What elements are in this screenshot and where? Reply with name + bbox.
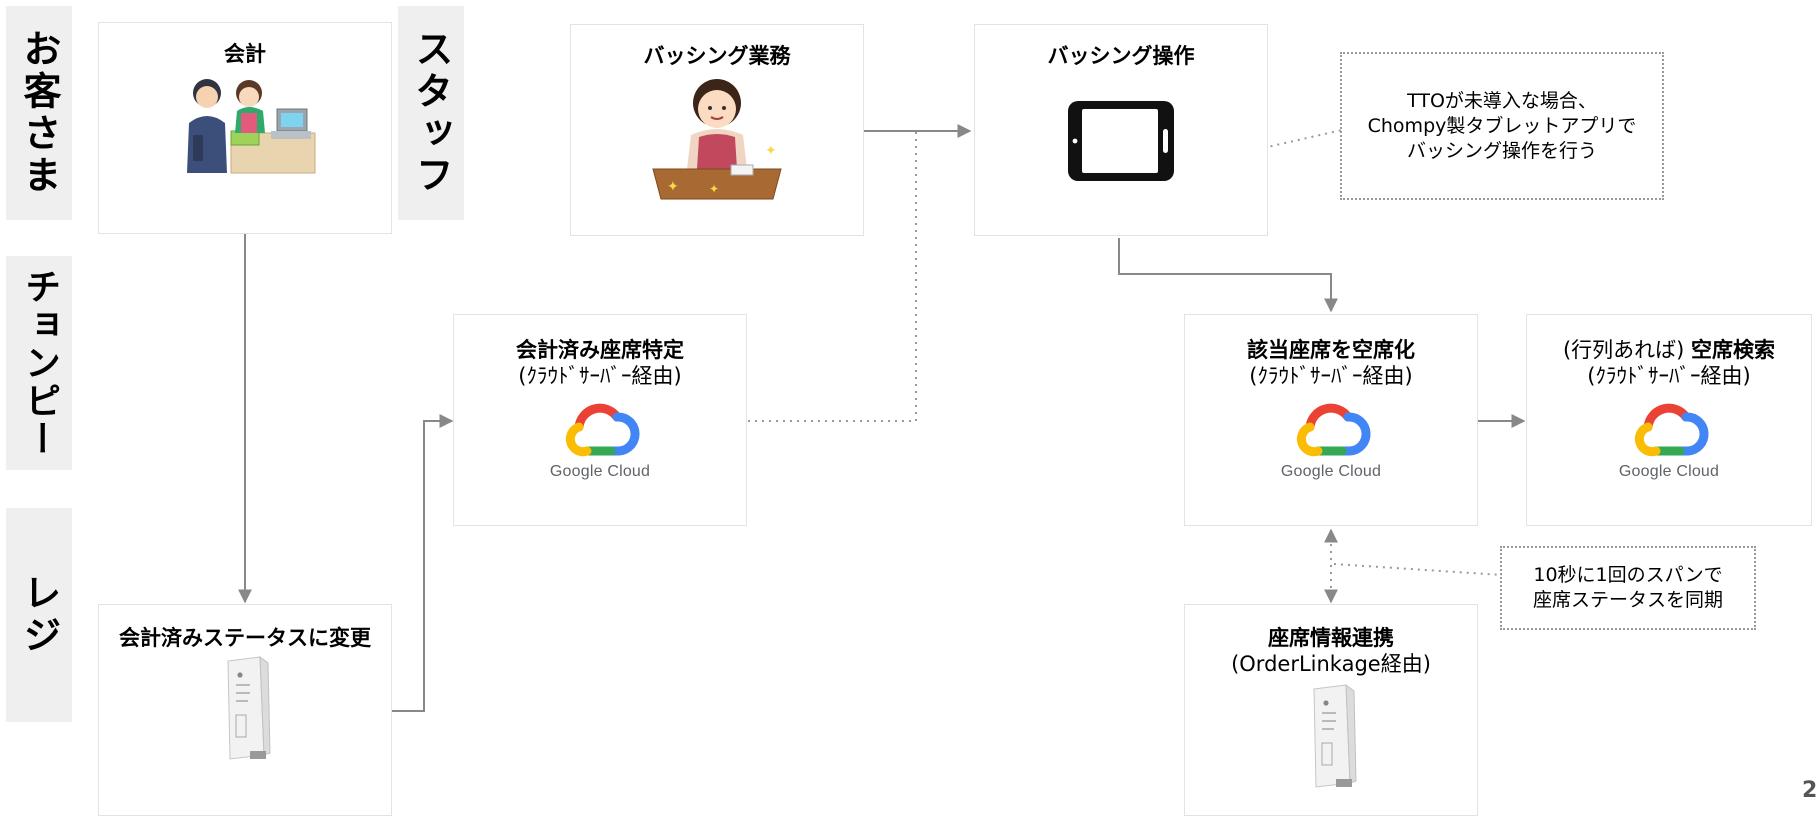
lane-chompy: チョンピー	[6, 256, 72, 470]
page-number: 2	[1802, 778, 1817, 803]
note-pointer-sync	[1333, 563, 1503, 576]
lane-staff: スタッフ	[398, 6, 464, 220]
card-seat-identify: 会計済み座席特定 (ｸﾗｳﾄﾞｻｰﾊﾞｰ経由) Google Cloud	[453, 314, 747, 526]
card-vacancy-search: (行列あれば) 空席検索 (ｸﾗｳﾄﾞｻｰﾊﾞｰ経由) Google Cloud	[1526, 314, 1812, 526]
connector-identify-to-bussing	[748, 131, 917, 422]
card-bussing-work: バッシング業務 ✦ ✦ ✦	[570, 24, 864, 236]
connector-status-to-identify	[392, 414, 454, 712]
connector-op-to-vacate	[1118, 238, 1338, 313]
cleaning-staff-illustration: ✦ ✦ ✦	[652, 79, 782, 200]
card-title: (行列あれば) 空席検索	[1527, 337, 1811, 363]
google-cloud-icon	[1634, 403, 1709, 457]
note-tto: TTOが未導入な場合、 Chompy製タブレットアプリで バッシング操作を行う	[1340, 52, 1664, 200]
card-seat-vacate: 該当座席を空席化 (ｸﾗｳﾄﾞｻｰﾊﾞｰ経由) Google Cloud	[1184, 314, 1478, 526]
tablet-icon	[1068, 101, 1174, 181]
card-title: バッシング業務	[643, 44, 791, 68]
card-title: 該当座席を空席化	[1247, 338, 1415, 362]
svg-text:✦: ✦	[765, 143, 777, 159]
cashier-illustration	[187, 79, 316, 174]
card-seat-link: 座席情報連携 (OrderLinkage経由)	[1184, 604, 1478, 816]
card-status-change: 会計済みステータスに変更	[98, 604, 392, 816]
google-cloud-logo: Google Cloud	[1527, 403, 1811, 481]
google-cloud-logo: Google Cloud	[1185, 403, 1477, 481]
google-cloud-icon	[1296, 403, 1371, 457]
lane-register: レジ	[6, 508, 72, 722]
note-sync: 10秒に1回のスパンで 座席ステータスを同期	[1500, 546, 1756, 630]
card-title-prefix: (行列あれば)	[1562, 338, 1692, 362]
google-cloud-label: Google Cloud	[1280, 463, 1382, 480]
card-title: 座席情報連携	[1268, 626, 1394, 650]
card-title-main: 空席検索	[1691, 338, 1776, 362]
card-title: 会計済み座席特定	[516, 338, 684, 362]
card-subtitle: (ｸﾗｳﾄﾞｻｰﾊﾞｰ経由)	[1587, 364, 1751, 388]
lane-customer: お客さま	[6, 6, 72, 220]
lane-label: お客さま	[17, 29, 61, 197]
lane-label: チョンピー	[19, 268, 60, 458]
svg-text:✦: ✦	[667, 179, 679, 195]
card-subtitle: (ｸﾗｳﾄﾞｻｰﾊﾞｰ経由)	[518, 364, 682, 388]
google-cloud-label: Google Cloud	[1618, 463, 1720, 480]
google-cloud-logo: Google Cloud	[454, 403, 746, 481]
card-title: 会計	[224, 42, 266, 66]
card-kaikei: 会計	[98, 22, 392, 234]
google-cloud-label: Google Cloud	[549, 463, 651, 480]
lane-label: レジ	[17, 573, 61, 657]
card-title: 会計済みステータスに変更	[119, 626, 371, 650]
svg-text:✦: ✦	[709, 182, 719, 196]
card-bussing-op: バッシング操作	[974, 24, 1268, 236]
card-title: バッシング操作	[1047, 44, 1195, 68]
pos-terminal-illustration	[227, 655, 271, 760]
pos-terminal-illustration	[1313, 683, 1357, 788]
lane-label: スタッフ	[409, 29, 453, 197]
card-subtitle: (ｸﾗｳﾄﾞｻｰﾊﾞｰ経由)	[1249, 364, 1413, 388]
google-cloud-icon	[565, 403, 640, 457]
card-subtitle: (OrderLinkage経由)	[1231, 652, 1431, 676]
